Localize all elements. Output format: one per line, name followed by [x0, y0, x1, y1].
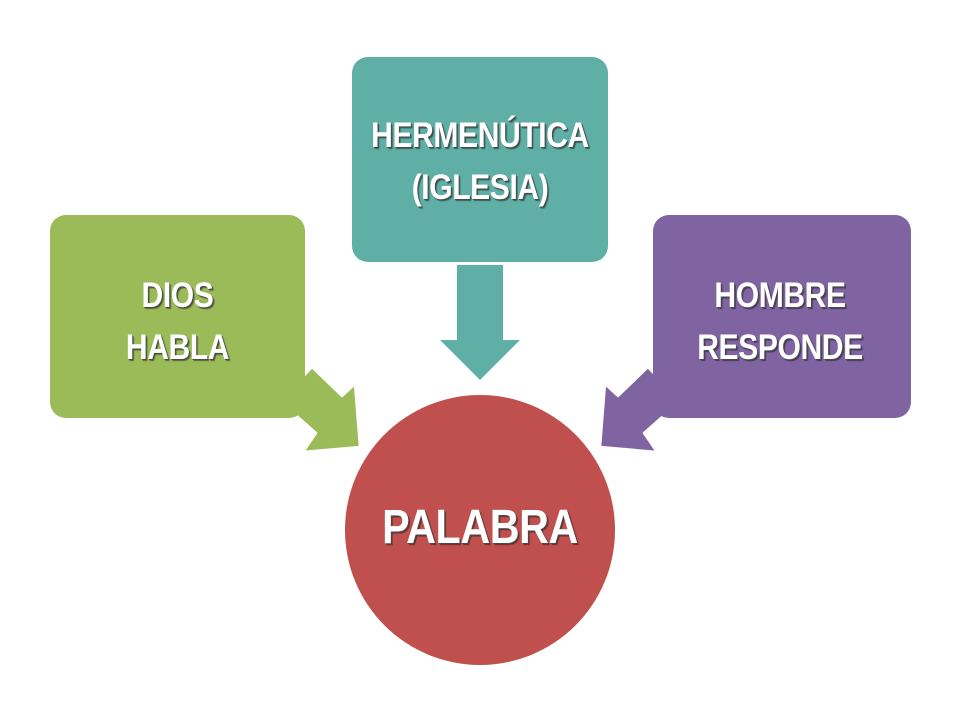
- node-dios-line1: DIOS: [141, 276, 214, 315]
- node-hombre-label: HOMBRE RESPONDE: [694, 270, 866, 374]
- node-dios-line2: HABLA: [125, 328, 230, 367]
- node-hermeneutica-line1: HERMENÚTICA: [371, 116, 589, 155]
- arrow-hombre-to-palabra: [598, 365, 672, 454]
- node-hermeneutica-label: HERMENÚTICA (IGLESIA): [370, 110, 590, 214]
- node-hombre-responde: [653, 215, 911, 418]
- arrow-hermeneutica-to-palabra: [440, 265, 520, 380]
- node-hombre-line2: RESPONDE: [697, 328, 863, 367]
- node-hermeneutica-line2: (IGLESIA): [411, 168, 549, 207]
- node-palabra-label: PALABRA: [364, 500, 596, 556]
- node-dios-label: DIOS HABLA: [119, 270, 235, 374]
- node-palabra-circle: [345, 395, 615, 665]
- node-palabra-text: PALABRA: [382, 501, 578, 554]
- arrow-dios-to-palabra: [288, 365, 362, 454]
- node-hermeneutica-iglesia: [352, 57, 608, 262]
- node-dios-habla: [50, 215, 305, 418]
- node-hombre-line1: HOMBRE: [714, 276, 846, 315]
